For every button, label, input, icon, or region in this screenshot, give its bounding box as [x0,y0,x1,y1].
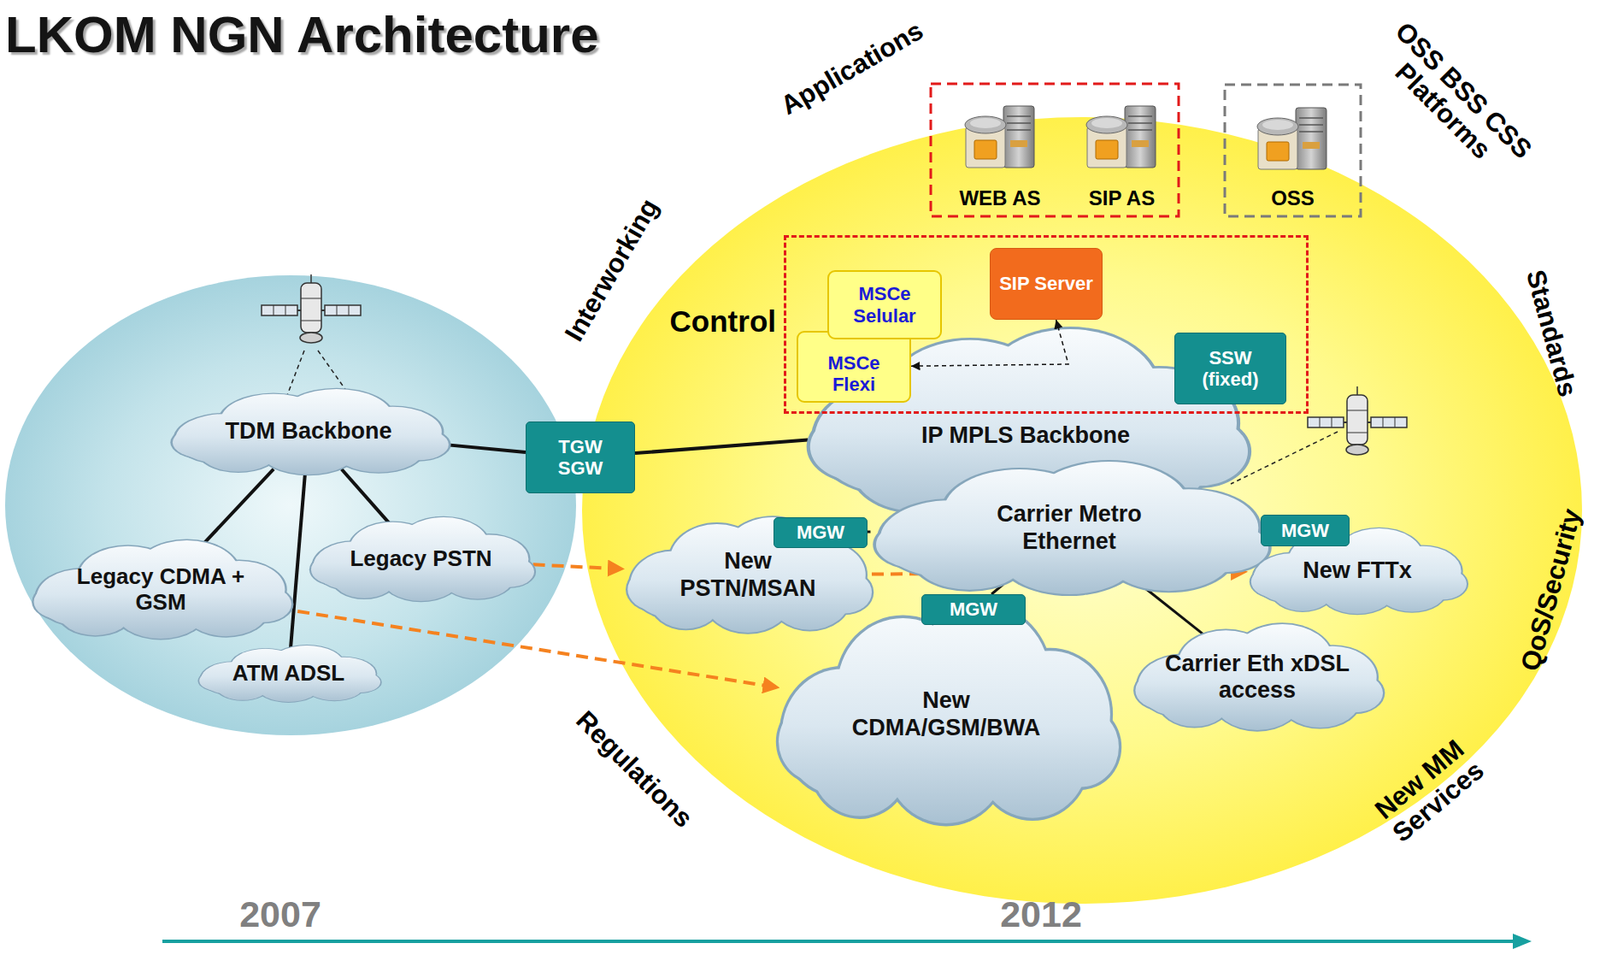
theme-label: OSS BSS CSS Platforms [1363,11,1544,192]
node-label: SSW (fixed) [1183,347,1278,391]
diagram-title: LKOM NGN Architecture [5,5,600,65]
node-label: New PSTN/MSAN [666,547,830,601]
network-link [441,444,526,453]
network-cloud: New CDMA/GSM/BWA [773,605,1119,824]
cloud-shape [234,586,292,623]
cloud-shape [387,429,449,461]
node-label: OSS [1270,186,1315,211]
msc-box: MSCe Flexi [796,330,912,403]
timeline-arrow [162,933,1532,949]
timeline-arrow [162,939,1515,943]
theme-label: Applications [776,16,929,122]
migration-arrow [533,564,625,569]
cloud-shape [876,519,965,569]
applications-group [930,83,1179,217]
server-icon [964,105,1035,168]
network-cloud: Legacy PSTN [307,517,535,601]
timeline-arrow [1512,933,1532,949]
node-label: IP MPLS Backbone [921,422,1130,449]
node-label: MGW [1281,519,1330,542]
network-link [635,440,808,454]
node-label: MSCe Selular [837,282,932,327]
sip-server-box: SIP Server [989,247,1103,320]
app-server: WEB AS [935,95,1065,214]
node-label: WEB AS [958,186,1041,211]
network-cloud: Legacy CDMA + GSM [29,540,292,639]
year-label: 2012 [1000,894,1083,935]
server-icon [1086,105,1156,168]
network-cloud: TDM Backbone [168,388,449,475]
satellite-icon [261,274,361,343]
node-label: MSCe Flexi [806,352,901,396]
ngn-region [582,117,1583,904]
oss-platform: OSS [1239,95,1347,214]
node-label: ATM ADSL [232,660,345,687]
network-link [341,469,390,524]
gateway-box: TGW SGW [525,421,636,494]
node-label: TGW SGW [541,435,619,480]
oss-group [1224,84,1361,217]
cloud-shape [172,426,235,459]
node-label: New CDMA/GSM/BWA [843,687,1049,741]
cloud-shape [1251,565,1300,598]
network-cloud: Carrier Eth xDSL access [1131,623,1383,730]
satellite-icon [1307,386,1407,455]
network-cloud: Carrier Metro Ethernet [870,461,1269,595]
network-link [867,529,871,533]
media-gateway-box: MGW [773,517,868,548]
node-label: SIP AS [1088,186,1155,211]
cloud-shape [340,671,381,693]
cloud-shape [1418,568,1467,600]
legacy-region [5,275,577,736]
cloud-shape [1042,706,1119,788]
node-label: New FTTx [1302,557,1412,584]
cloud-shape [1327,673,1383,712]
media-gateway-box: MGW [1260,514,1350,547]
cloud-shape [810,411,908,482]
node-label: TDM Backbone [224,417,392,445]
year-label: 2007 [239,894,322,935]
node-label: Legacy CDMA + GSM [62,564,259,616]
cloud-shape [627,568,683,612]
msc-box: MSCe Selular [827,270,942,340]
softswitch-box: SSW (fixed) [1174,332,1287,405]
cloud-shape [1180,523,1269,572]
group-heading: Control [670,304,777,339]
node-label: SIP Server [999,272,1094,295]
network-link [200,469,274,548]
network-link [290,470,306,648]
server-icon [1257,107,1327,170]
media-gateway-box: MGW [921,594,1026,625]
network-cloud: ATM ADSL [196,645,381,702]
node-label: Carrier Eth xDSL access [1163,650,1352,704]
control-group: MSCe SelularMSCe Flexi SIP ServerSSW (fix… [783,235,1309,414]
app-server: SIP AS [1068,95,1176,214]
node-label: MGW [949,598,998,620]
node-label: MGW [796,521,845,543]
node-label: Legacy PSTN [349,546,492,572]
cloud-shape [778,701,855,783]
cloud-shape [817,570,872,614]
cloud-shape [1135,670,1191,710]
node-label: Carrier Metro Ethernet [966,500,1172,554]
cloud-shape [34,583,92,620]
